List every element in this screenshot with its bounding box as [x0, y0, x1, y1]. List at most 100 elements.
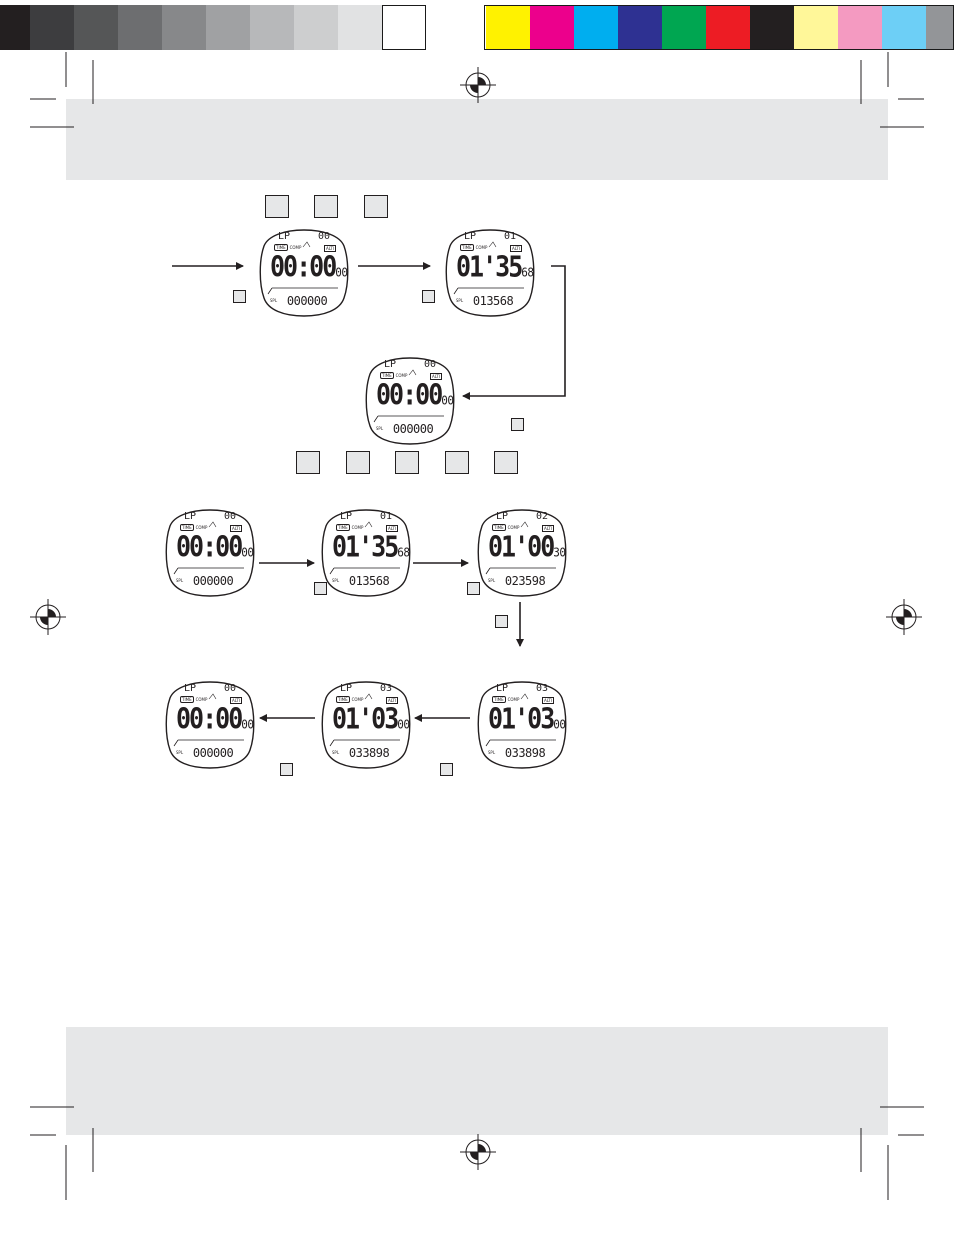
split-label: SPL	[488, 750, 496, 755]
key-box-small	[440, 763, 453, 776]
main-time: 00:00	[176, 530, 243, 564]
key-box	[346, 451, 370, 474]
split-row: SPL 013568	[456, 290, 528, 309]
lap-number: 03	[379, 683, 392, 694]
registration-target-left	[30, 599, 66, 635]
hundredths: 00	[241, 544, 254, 560]
split-label: SPL	[456, 298, 464, 303]
time-tag: TIME	[336, 696, 350, 703]
color-swatch	[926, 5, 954, 50]
header-band	[66, 99, 888, 180]
split-label: SPL	[176, 750, 184, 755]
alti-tag: ALTI	[229, 697, 242, 704]
color-swatch	[882, 5, 926, 50]
lap-row: LP 00	[384, 359, 436, 370]
gray-swatch	[30, 5, 74, 50]
main-time-readout: 00:0000	[176, 702, 254, 742]
key-box	[296, 451, 320, 474]
key-box	[494, 451, 518, 474]
footer-band	[66, 1027, 888, 1135]
color-swatch	[750, 5, 794, 50]
alti-tag: ALTI	[509, 245, 522, 252]
time-tag: TIME	[492, 696, 506, 703]
comp-tag: COMP	[195, 525, 208, 530]
split-time: 013568	[472, 294, 514, 308]
time-tag: TIME	[460, 244, 474, 251]
comp-tag: COMP	[507, 697, 520, 702]
lap-number: 00	[423, 359, 436, 370]
split-label: SPL	[176, 578, 184, 583]
time-tag: TIME	[336, 524, 350, 531]
split-time: 000000	[286, 294, 328, 308]
color-swatch	[662, 5, 706, 50]
hundredths: 00	[553, 716, 566, 732]
lap-label: LP	[340, 683, 353, 694]
gray-swatch	[118, 5, 162, 50]
time-tag: TIME	[380, 372, 394, 379]
lap-row: LP 02	[496, 511, 548, 522]
lap-number: 00	[317, 231, 330, 242]
hundredths: 00	[241, 716, 254, 732]
split-label: SPL	[270, 298, 278, 303]
split-label: SPL	[376, 426, 384, 431]
split-row: SPL 013568	[332, 570, 404, 589]
gray-swatch	[206, 5, 250, 50]
main-time-readout: 01'0300	[332, 702, 410, 742]
time-tag: TIME	[180, 524, 194, 531]
alti-tag: ALTI	[541, 697, 554, 704]
lap-label: LP	[184, 511, 197, 522]
color-swatch	[706, 5, 750, 50]
main-time: 01'03	[332, 702, 399, 736]
time-tag: TIME	[180, 696, 194, 703]
time-tag: TIME	[492, 524, 506, 531]
color-swatch	[794, 5, 838, 50]
lap-label: LP	[384, 359, 397, 370]
comp-tag: COMP	[395, 373, 408, 378]
hundredths: 00	[335, 264, 348, 280]
alti-tag: ALTI	[429, 373, 442, 380]
alti-tag: ALTI	[541, 525, 554, 532]
lap-label: LP	[278, 231, 291, 242]
hundredths: 00	[441, 392, 454, 408]
comp-tag: COMP	[475, 245, 488, 250]
main-time: 00:00	[176, 702, 243, 736]
main-time-readout: 01'0300	[488, 702, 566, 742]
alti-tag: ALTI	[229, 525, 242, 532]
lap-number: 01	[379, 511, 392, 522]
split-row: SPL 033898	[488, 742, 560, 761]
main-time-readout: 01'3568	[456, 250, 534, 290]
key-box	[445, 451, 469, 474]
split-time: 033898	[504, 746, 546, 760]
split-row: SPL 023598	[488, 570, 560, 589]
main-time: 01'03	[488, 702, 555, 736]
split-row: SPL 000000	[176, 742, 248, 761]
registration-target-bottom	[460, 1134, 496, 1170]
main-time-readout: 00:0000	[376, 378, 454, 418]
key-box-small	[495, 615, 508, 628]
alti-tag: ALTI	[385, 697, 398, 704]
lap-row: LP 03	[340, 683, 392, 694]
lap-number: 00	[223, 511, 236, 522]
arrow-2-3	[462, 265, 566, 400]
lap-row: LP 03	[496, 683, 548, 694]
key-box-small	[314, 582, 327, 595]
split-time: 033898	[348, 746, 390, 760]
key-box-small	[422, 290, 435, 303]
key-box-small	[280, 763, 293, 776]
split-time: 000000	[392, 422, 434, 436]
gray-swatch	[294, 5, 338, 50]
key-box	[314, 195, 338, 218]
color-swatch	[486, 5, 530, 50]
color-swatch	[618, 5, 662, 50]
split-time: 023598	[504, 574, 546, 588]
lap-number: 00	[223, 683, 236, 694]
